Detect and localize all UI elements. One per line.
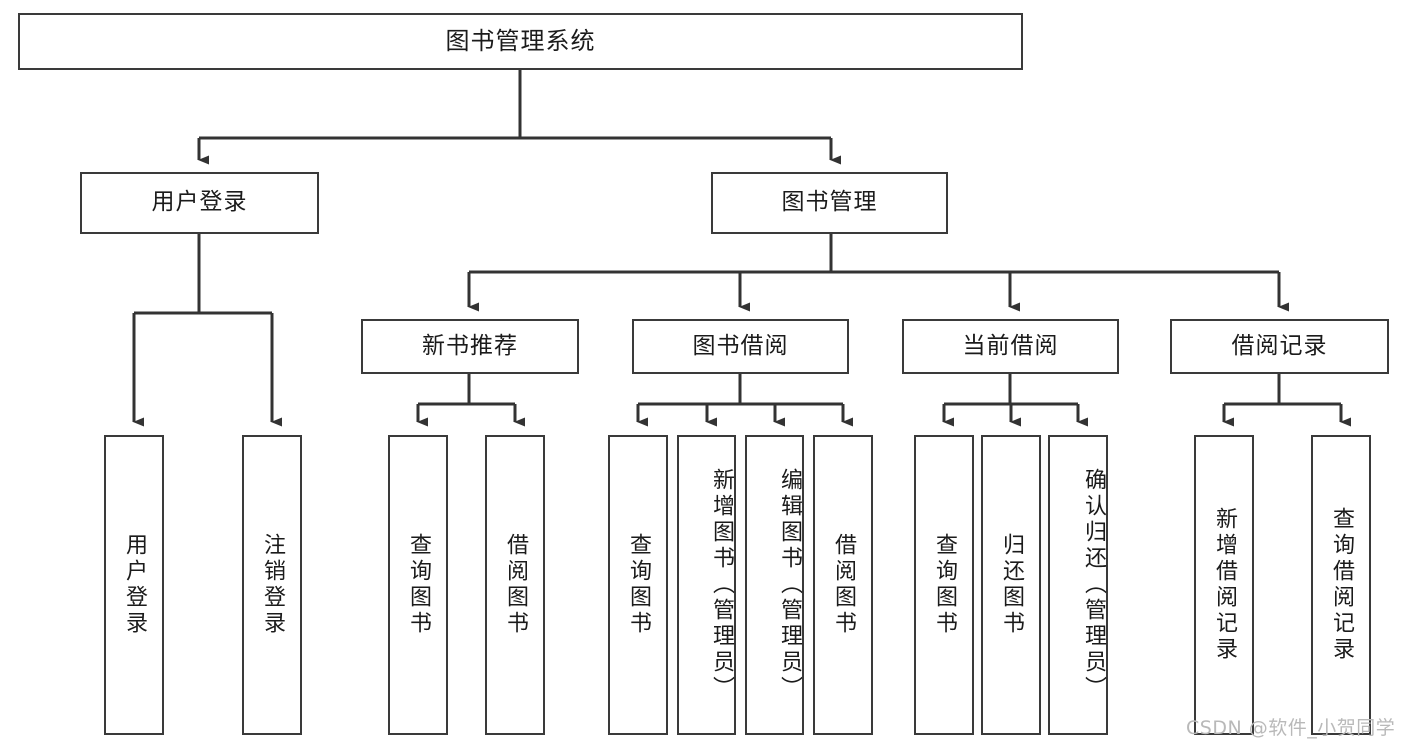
node-label: 用户登录 [151,189,248,216]
node-borrow-record[interactable]: 借阅记录 [1170,319,1389,374]
node-label: 当前借阅 [962,332,1059,359]
node-current-borrow[interactable]: 当前借阅 [902,319,1119,374]
leaf-borrow-book-borrow[interactable]: 借阅图书 [813,435,873,735]
node-label: 新增图书（管理员） [709,468,734,702]
node-book-borrow[interactable]: 图书借阅 [632,319,849,374]
leaf-add-borrow-record[interactable]: 新增借阅记录 [1194,435,1254,735]
node-label: 图书管理 [781,189,878,216]
watermark-text: CSDN @软件_小贺同学 [1186,717,1396,739]
node-label: 新增借阅记录 [1211,507,1237,663]
node-label: 归还图书 [998,533,1024,637]
node-label: 查询图书 [625,533,651,637]
node-label: 图书管理系统 [445,27,596,56]
node-label: 用户登录 [121,533,147,637]
leaf-logout[interactable]: 注销登录 [242,435,302,735]
node-label: 新书推荐 [422,332,518,359]
leaf-return-book[interactable]: 归还图书 [981,435,1041,735]
leaf-edit-book-admin[interactable]: 编辑图书（管理员） [745,435,804,735]
node-label: 查询图书 [931,533,957,637]
node-root-system[interactable]: 图书管理系统 [18,13,1023,70]
node-label: 查询借阅记录 [1328,507,1354,663]
node-label: 借阅记录 [1231,332,1328,359]
leaf-borrow-book-new-rec[interactable]: 借阅图书 [485,435,545,735]
leaf-query-book-new-rec[interactable]: 查询图书 [388,435,448,735]
node-user-login[interactable]: 用户登录 [80,172,319,234]
node-label: 确认归还（管理员） [1081,468,1106,702]
node-new-book-recommendation[interactable]: 新书推荐 [361,319,579,374]
node-label: 查询图书 [405,533,431,637]
node-label: 编辑图书（管理员） [777,468,802,702]
leaf-confirm-return-admin[interactable]: 确认归还（管理员） [1048,435,1108,735]
node-label: 图书借阅 [692,332,789,359]
leaf-query-book-current[interactable]: 查询图书 [914,435,974,735]
leaf-user-login[interactable]: 用户登录 [104,435,164,735]
node-label: 借阅图书 [830,533,856,637]
leaf-query-borrow-record[interactable]: 查询借阅记录 [1311,435,1371,735]
node-book-management[interactable]: 图书管理 [711,172,948,234]
leaf-query-book-borrow[interactable]: 查询图书 [608,435,668,735]
leaf-add-book-admin[interactable]: 新增图书（管理员） [677,435,736,735]
node-label: 注销登录 [259,533,285,637]
node-label: 借阅图书 [502,533,528,637]
